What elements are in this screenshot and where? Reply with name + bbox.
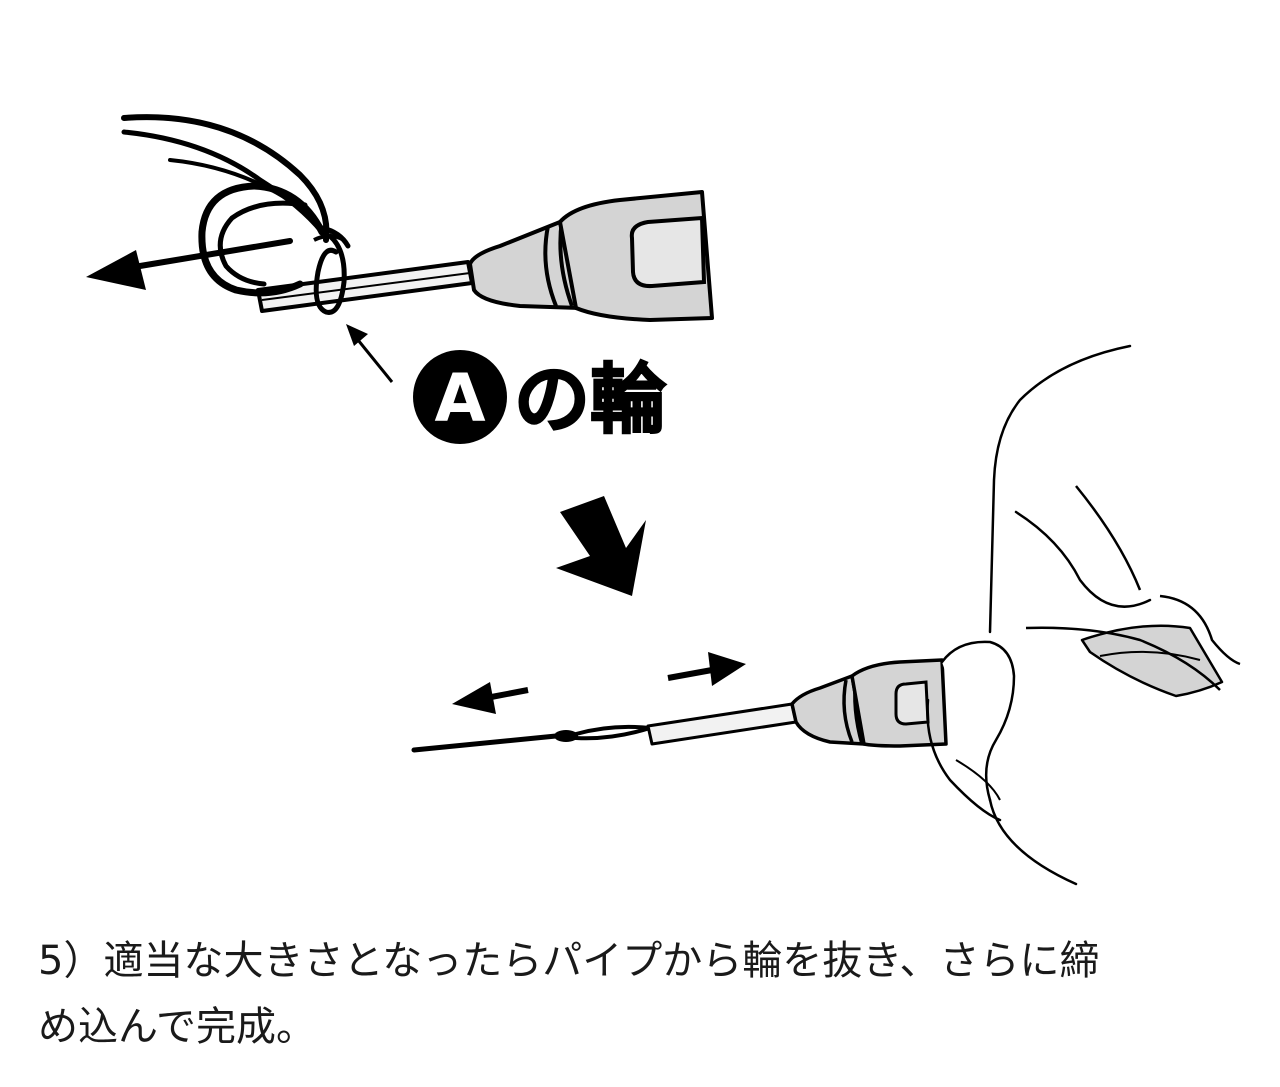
badge-circle [413, 350, 507, 444]
tight-loop [574, 724, 651, 741]
knot [554, 730, 578, 742]
finger-shade [1080, 624, 1224, 698]
hand-outline [988, 344, 1132, 634]
left-arrow-line [485, 687, 529, 701]
pull-arrow-line [125, 238, 293, 271]
step-caption: 5）適当な大きさとなったらパイプから輪を抜き、さらに締 め込んで完成。 [38, 928, 1238, 1060]
loop-inner [217, 200, 308, 287]
thumb [940, 640, 1016, 802]
right-arrow-head [708, 652, 746, 686]
line-strand-2 [121, 129, 325, 235]
caption-line-1: 5）適当な大きさとなったらパイプから輪を抜き、さらに締 [38, 938, 1100, 984]
tool-bottom-with-hand [411, 344, 1241, 886]
line-strand-1 [121, 114, 330, 243]
label-a-loop: A の輪 [413, 350, 667, 445]
pull-arrow-head [86, 250, 146, 290]
tool-top [86, 114, 714, 383]
loop-a-wrap [313, 233, 347, 315]
fishing-line [411, 733, 559, 753]
caption-line-2: め込んで完成。 [38, 1004, 316, 1050]
knot-tying-diagram: A の輪 [86, 114, 1241, 886]
label-text: の輪 [514, 355, 666, 444]
right-arrow-line [667, 667, 713, 681]
left-arrow-head [452, 682, 496, 714]
step-arrow-icon [556, 496, 646, 596]
pointer-arrow-line [356, 339, 394, 383]
loop-outer [198, 182, 326, 297]
pipe-tube-bottom [646, 702, 798, 746]
pointer-arrow-head [346, 324, 368, 346]
badge-letter: A [434, 360, 485, 437]
